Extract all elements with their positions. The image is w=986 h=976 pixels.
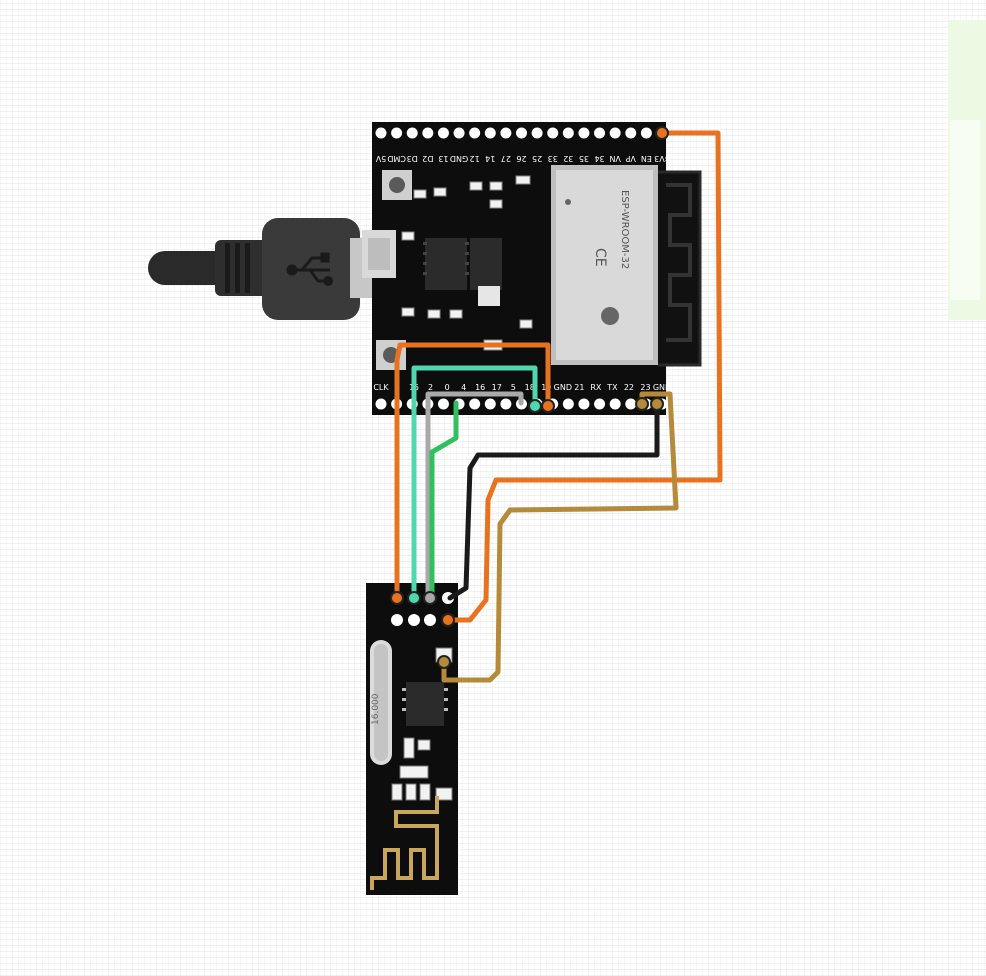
nrf-header-pin xyxy=(424,614,436,626)
nrf24l01-module: 16.000 xyxy=(366,583,458,895)
pin-label-bottom: 17 xyxy=(492,383,502,392)
pin-label-top: 33 xyxy=(548,154,558,163)
wire-d19-to-miso xyxy=(425,391,524,601)
ce-mark: CE xyxy=(592,248,608,267)
header-pin-top xyxy=(547,127,559,139)
wire-d18-to-sck xyxy=(411,365,538,601)
usb-icon xyxy=(286,252,333,286)
crystal-label: 16.000 xyxy=(371,693,381,725)
header-pin-bottom xyxy=(500,398,512,410)
header-pin-top xyxy=(484,127,496,139)
pin-label-bottom: 21 xyxy=(574,383,584,392)
header-pin-bottom xyxy=(625,398,637,410)
pin-label-top: 26 xyxy=(516,154,526,163)
header-pin-top xyxy=(422,127,434,139)
pin-label-top: VP xyxy=(625,154,635,163)
pin-label-bottom: GND xyxy=(554,383,572,392)
pin-label-bottom: CLK xyxy=(373,383,389,392)
pin-label-bottom: 18 xyxy=(525,383,535,392)
wire-d4-to-ce xyxy=(429,400,459,601)
header-pin-top xyxy=(469,127,481,139)
pin-label-top: 13 xyxy=(438,154,448,163)
wire-d23-to-mosi xyxy=(441,391,679,683)
pin-label-top: 3V3 xyxy=(654,154,670,163)
pin-label-top: GND xyxy=(450,154,468,163)
pin-label-bottom: RX xyxy=(590,383,602,392)
pin-label-top: VN xyxy=(609,154,620,163)
wires xyxy=(394,130,723,683)
pin-label-bottom: 23 xyxy=(640,383,650,392)
pin-label-top: 34 xyxy=(594,154,604,163)
header-pin-bottom xyxy=(562,398,574,410)
wire-gnd-to-gnd xyxy=(447,400,660,601)
pin-label-top: EN xyxy=(641,154,652,163)
header-pin-top xyxy=(609,127,621,139)
header-pin-top xyxy=(625,127,637,139)
header-pin-bottom xyxy=(437,398,449,410)
pin-label-top: D2 xyxy=(422,154,433,163)
crystal: 16.000 xyxy=(370,640,392,765)
pin-label-bottom: 0 xyxy=(445,383,450,392)
header-pin-bottom xyxy=(484,398,496,410)
pin-label-top: 32 xyxy=(563,154,573,163)
header-pin-top xyxy=(391,127,403,139)
header-pin-bottom xyxy=(578,398,590,410)
header-pin-bottom xyxy=(469,398,481,410)
nrf-header-pin xyxy=(408,614,420,626)
pin-label-top: D3 xyxy=(407,154,418,163)
header-pin-bottom xyxy=(594,398,606,410)
header-pin-top xyxy=(640,127,652,139)
header-pin-top xyxy=(578,127,590,139)
module-name: ESP-WROOM-32 xyxy=(619,190,630,269)
pin-label-top: 27 xyxy=(501,154,511,163)
wire-endpoints xyxy=(390,126,669,669)
header-pin-bottom xyxy=(609,398,621,410)
pin-label-bottom: 16 xyxy=(475,383,485,392)
nrf-header-pin xyxy=(391,614,403,626)
pin-label-top: 12 xyxy=(470,154,480,163)
pin-label-bottom: TX xyxy=(606,383,618,392)
wire-3v3-to-vcc xyxy=(445,130,723,623)
pin-label-top: 14 xyxy=(485,154,495,163)
header-pin-top xyxy=(437,127,449,139)
pcb-antenna xyxy=(370,796,439,890)
header-pin-top xyxy=(453,127,465,139)
header-pin-bottom xyxy=(375,398,387,410)
pin-label-bottom: 22 xyxy=(624,383,634,392)
pin-label-top: CMD xyxy=(387,154,406,163)
side-panel xyxy=(948,20,986,320)
header-pin-top xyxy=(406,127,418,139)
pin-label-bottom: 2 xyxy=(428,383,433,392)
pin-label-bottom: 4 xyxy=(461,383,466,392)
header-pin-top xyxy=(375,127,387,139)
pin-label-top: 5V xyxy=(375,154,386,163)
esp-wroom-32-module: ESP-WROOM-32 CE xyxy=(551,165,702,367)
header-pin-top xyxy=(531,127,543,139)
pin-label-bottom: 5 xyxy=(511,383,516,392)
wire-d5-to-csn xyxy=(394,342,551,601)
boot-button xyxy=(382,170,412,200)
pin-label-bottom: GND xyxy=(653,383,671,392)
pin-label-top: 35 xyxy=(579,154,589,163)
header-pin-top xyxy=(500,127,512,139)
header-pin-top xyxy=(594,127,606,139)
pin-label-top: 25 xyxy=(532,154,542,163)
usb-cable xyxy=(148,218,372,320)
header-pin-top xyxy=(516,127,527,139)
header-pin-top xyxy=(562,127,574,139)
